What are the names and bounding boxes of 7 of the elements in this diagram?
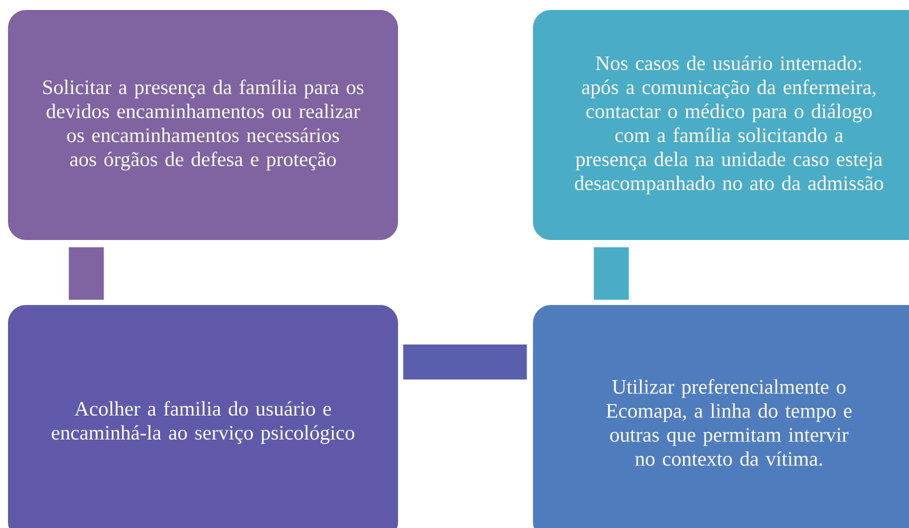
process-box: Utilizar preferencialmente o Ecomapa, a linha do tempo e outras que permitam intervir no contexto da vítima. xyxy=(533,305,909,528)
connector-bar xyxy=(594,247,629,300)
connector-bar xyxy=(403,344,527,380)
connector-bar xyxy=(68,247,104,300)
process-box: Nos casos de usuário internado: após a comunicação da enfermeira, contactar o médico para o diálogo com a família solicitando a presença dela na unidade caso esteja desacompanhado no ato da admissão xyxy=(533,10,909,240)
process-box: Acolher a familia do usuário e encaminhá-la ao serviço psicológico xyxy=(8,305,398,528)
process-box: Solicitar a presença da família para os devidos encaminhamentos ou realizar os encaminhamentos necessários aos órgãos de defesa e proteção xyxy=(8,10,398,240)
